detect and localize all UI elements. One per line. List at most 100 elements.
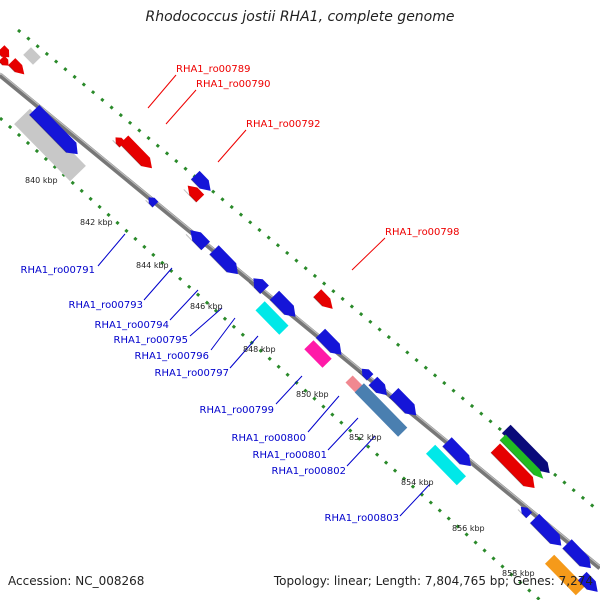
gene-label-reverse[interactable]: RHA1_ro00794 <box>95 320 170 331</box>
gene-ro00807[interactable] <box>490 443 535 489</box>
gene-label-forward[interactable]: RHA1_ro00798 <box>385 227 460 238</box>
gene-ro00801[interactable] <box>389 388 417 416</box>
feature-cyan-2[interactable] <box>426 444 466 486</box>
kbp-tick-label: 842 kbp <box>80 218 113 227</box>
gene-ro00806[interactable] <box>578 571 598 592</box>
leader-line-reverse <box>210 317 236 351</box>
feature-steel[interactable] <box>354 383 408 437</box>
gene-corner-2-shadow <box>7 64 16 73</box>
gene-ro00796[interactable] <box>269 290 296 317</box>
gene-ro00797-shadow <box>315 337 331 354</box>
gene-ro00798-shadow <box>313 296 323 307</box>
gene-label-reverse[interactable]: RHA1_ro00802 <box>272 466 347 477</box>
kbp-tick-label: 854 kbp <box>401 478 434 487</box>
gene-ro00797[interactable] <box>315 328 342 355</box>
gene-ro00792-a[interactable] <box>187 185 205 203</box>
feature-pink[interactable] <box>345 375 363 393</box>
leader-line-reverse <box>275 375 303 405</box>
gene-ro00803-shadow <box>517 509 527 519</box>
feature-navy[interactable] <box>502 424 550 474</box>
kbp-tick-label: 850 kbp <box>296 390 329 399</box>
kbp-tick-label: 852 kbp <box>349 433 382 442</box>
gene-corner-1[interactable] <box>0 45 10 58</box>
gene-features <box>0 45 598 596</box>
leader-line-reverse <box>399 483 431 517</box>
gene-ro00802[interactable] <box>442 437 471 467</box>
gene-ro00794[interactable] <box>209 245 238 275</box>
feature-gray-pseudogene[interactable] <box>14 108 86 182</box>
gene-ro00803[interactable] <box>520 506 533 519</box>
gene-label-reverse[interactable]: RHA1_ro00795 <box>114 335 189 346</box>
gene-corner-1-shadow <box>0 54 3 58</box>
gene-ro00801-shadow <box>388 396 406 414</box>
gene-labels: RHA1_ro00789RHA1_ro00790RHA1_ro00792RHA1… <box>21 64 460 524</box>
gene-label-reverse[interactable]: RHA1_ro00791 <box>21 265 96 276</box>
gene-ro00795-shadow <box>248 282 261 295</box>
gene-label-reverse[interactable]: RHA1_ro00800 <box>232 433 307 444</box>
gene-label-reverse[interactable]: RHA1_ro00796 <box>135 351 210 362</box>
gene-label-forward[interactable]: RHA1_ro00792 <box>246 119 321 130</box>
gene-ro00789[interactable] <box>119 135 152 169</box>
feature-green[interactable] <box>499 434 544 479</box>
gene-ro00799[interactable] <box>361 368 374 381</box>
kbp-tick-label: 858 kbp <box>502 569 535 578</box>
gene-ro00804[interactable] <box>530 513 562 546</box>
reverse-outer-dotted-track <box>0 116 541 600</box>
feature-cyan-1[interactable] <box>255 301 289 335</box>
gene-ro00795[interactable] <box>253 278 269 294</box>
kbp-tick-label: 856 kbp <box>452 524 485 533</box>
kbp-tick-label: 844 kbp <box>136 261 169 270</box>
gene-corner-3[interactable] <box>0 55 9 66</box>
gene-ro00800[interactable] <box>368 376 387 396</box>
backbone-line <box>0 73 600 570</box>
feature-gray-corner[interactable] <box>23 47 41 65</box>
map-title: Rhodococcus jostii RHA1, complete genome <box>145 9 455 25</box>
gene-ro00791-shadow <box>145 199 154 208</box>
leader-line-reverse <box>327 417 359 451</box>
gene-label-reverse[interactable]: RHA1_ro00799 <box>200 405 275 416</box>
leader-line-reverse <box>169 289 199 321</box>
gene-ro00800-shadow <box>368 384 377 394</box>
gene-ro00799-shadow <box>358 371 368 381</box>
gene-ro00806-shadow <box>577 579 588 590</box>
gene-ro00802-shadow <box>442 446 461 465</box>
leader-line-forward <box>351 237 386 271</box>
gene-ro00792-b-shadow <box>190 178 201 189</box>
kbp-tick-labels: 840 kbp 842 kbp 844 kbp 846 kbp 848 kbp 850 k… <box>25 176 535 578</box>
feature-orange[interactable] <box>545 554 585 596</box>
gene-ro00792-a-shadow <box>183 189 197 203</box>
feature-green-shadow <box>499 439 535 476</box>
leader-line-reverse <box>307 395 340 433</box>
dotted-tracks <box>0 28 600 600</box>
gene-ro00807-shadow <box>490 452 525 487</box>
gene-label-forward[interactable]: RHA1_ro00790 <box>196 79 271 90</box>
gene-ro00798[interactable] <box>313 289 333 309</box>
gene-ro00805-shadow <box>562 548 581 567</box>
kbp-tick-label: 846 kbp <box>190 302 223 311</box>
gene-ro00790[interactable] <box>115 137 126 148</box>
gene-label-forward[interactable]: RHA1_ro00789 <box>176 64 251 75</box>
backbone-highlight <box>0 72 600 567</box>
gene-label-reverse[interactable]: RHA1_ro00793 <box>69 300 144 311</box>
gene-label-reverse[interactable]: RHA1_ro00801 <box>253 450 328 461</box>
accession-text: Accession: NC_008268 <box>8 574 145 588</box>
gene-corner-2[interactable] <box>8 58 25 75</box>
gene-label-reverse[interactable]: RHA1_ro00797 <box>155 368 230 379</box>
genome-backbone <box>0 72 600 570</box>
leader-line-reverse <box>229 335 259 369</box>
leader-line-forward <box>217 129 247 163</box>
gene-ro00791[interactable] <box>148 197 159 208</box>
kbp-tick-label: 848 kbp <box>243 345 276 354</box>
gene-ro00790-shadow <box>112 139 121 148</box>
feature-magenta[interactable] <box>304 340 332 368</box>
gene-ro00792-b[interactable] <box>191 170 211 191</box>
kbp-tick-label: 840 kbp <box>25 176 58 185</box>
gene-label-reverse[interactable]: RHA1_ro00803 <box>325 513 400 524</box>
gene-ro00793[interactable] <box>190 230 210 251</box>
gene-ro00804-shadow <box>529 522 551 545</box>
leader-line-reverse <box>346 435 376 467</box>
gene-ro00805[interactable] <box>562 539 591 569</box>
leader-line-reverse <box>189 307 223 337</box>
gene-ro00788[interactable] <box>29 105 78 155</box>
